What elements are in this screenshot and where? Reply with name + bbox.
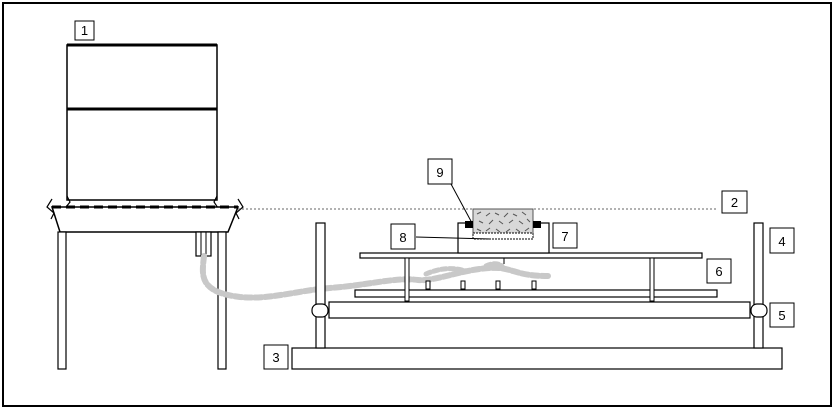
support-plate bbox=[359, 252, 703, 259]
filter-layer bbox=[472, 232, 534, 240]
label-9: 9 bbox=[436, 165, 443, 180]
tank-stand-legs bbox=[57, 231, 227, 370]
supply-hose bbox=[199, 253, 551, 301]
soil-texture bbox=[476, 211, 531, 233]
label-box-3: 3 bbox=[263, 344, 289, 370]
label-box-4: 4 bbox=[769, 227, 795, 254]
label-box-9: 9 bbox=[427, 158, 453, 185]
sprinkler-manifold bbox=[354, 289, 718, 298]
label-4: 4 bbox=[778, 234, 785, 249]
label-box-5: 5 bbox=[769, 302, 795, 328]
label-box-8: 8 bbox=[390, 223, 416, 250]
label-8: 8 bbox=[399, 230, 406, 245]
label-7: 7 bbox=[561, 229, 568, 244]
label-box-1: 1 bbox=[74, 20, 95, 41]
seal-right bbox=[533, 221, 541, 228]
label-box-2: 2 bbox=[721, 190, 748, 214]
water-tank bbox=[65, 43, 219, 221]
label-2: 2 bbox=[731, 195, 738, 210]
label-1: 1 bbox=[81, 23, 88, 38]
rail-clamp-right bbox=[750, 303, 768, 318]
leader-9 bbox=[450, 183, 473, 224]
base-platform bbox=[291, 347, 783, 370]
label-3: 3 bbox=[272, 350, 279, 365]
label-5: 5 bbox=[778, 308, 785, 323]
hose-branch bbox=[423, 261, 505, 277]
left-post bbox=[315, 222, 326, 349]
tank-outlet-valve bbox=[195, 231, 212, 257]
sprinkler-nozzles bbox=[425, 280, 537, 290]
label-6: 6 bbox=[715, 264, 722, 279]
plate-legs bbox=[404, 257, 655, 302]
label-box-6: 6 bbox=[706, 258, 732, 284]
seal-left bbox=[465, 221, 473, 228]
leader-8 bbox=[415, 236, 491, 240]
right-post bbox=[753, 222, 764, 349]
rail-clamp-left bbox=[311, 303, 329, 318]
tank-base-tray bbox=[46, 198, 244, 233]
horizontal-rail bbox=[328, 301, 751, 319]
label-box-7: 7 bbox=[552, 222, 578, 249]
